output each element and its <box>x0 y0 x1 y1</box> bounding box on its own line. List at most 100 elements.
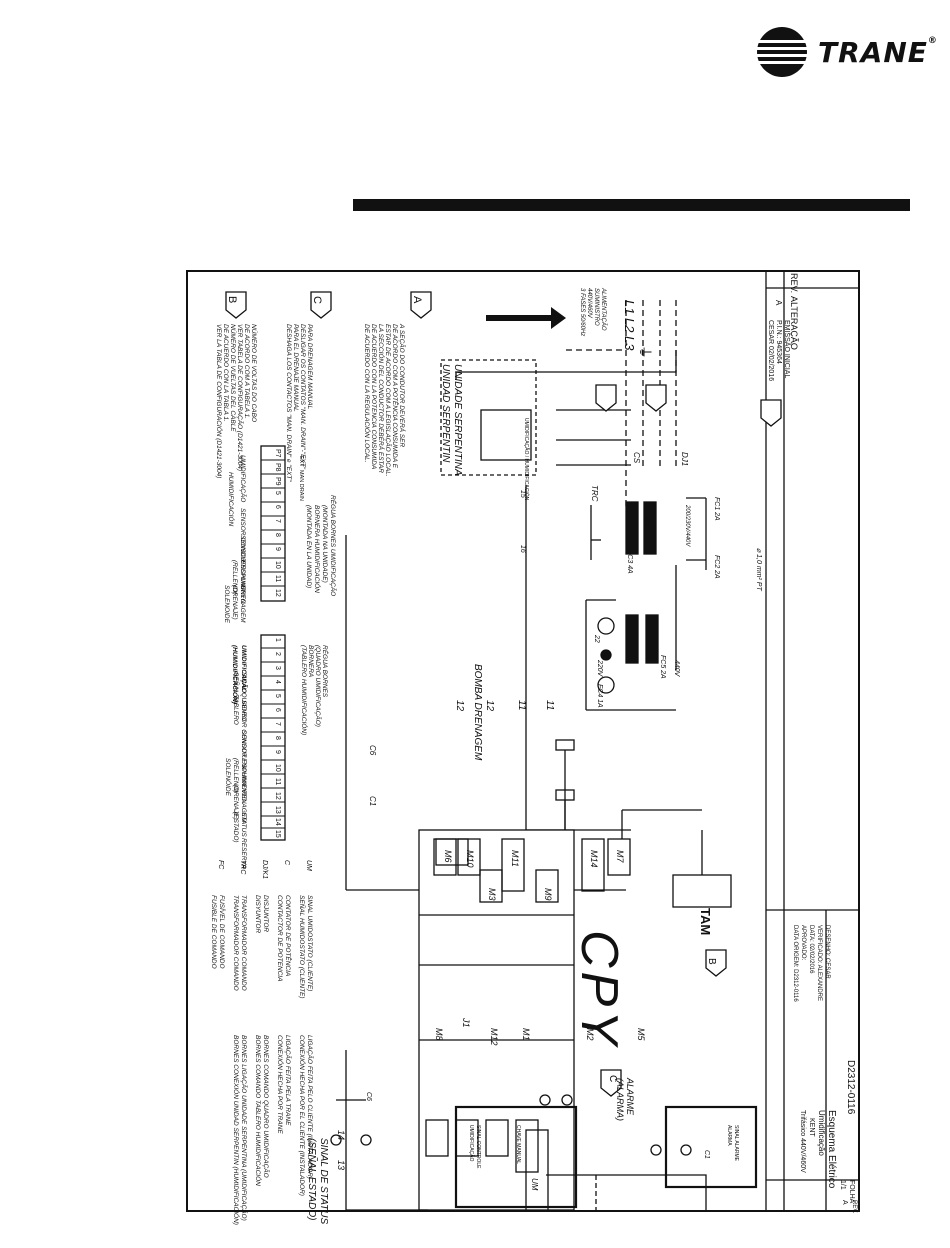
legend-desc-1: SINAL UMIDOSTATO (CLIENTE) <box>306 895 313 992</box>
tb2-g-12: STATUS <box>240 812 247 837</box>
unit-module-label: UMIDIFICAÇÃO / HUMIDIFICACIÓN <box>523 418 529 501</box>
alarm-box-c1: C1 <box>703 1150 710 1159</box>
tb-small-1: DESENHO: CESAR <box>824 925 830 979</box>
note-b-5: DE ACUERDO CON LA TABLA 1. <box>222 324 229 422</box>
conn-m10: M10 <box>465 850 475 868</box>
note-a-2: DE ACORDO COM A POTÊNCIA CONSUMIDA E <box>391 324 398 468</box>
title-line-2: Umidificação <box>817 1110 826 1156</box>
alarm-tag: C <box>607 1075 618 1083</box>
tb1-n-p8: P8 <box>274 463 281 472</box>
note-c-3: PARA EL DRENAJE MANUAL <box>292 324 299 412</box>
tb1-title-3: BORNERA HUMIDIFICACIÓN <box>313 505 320 593</box>
legend2-desc-3: LIGAÇÃO FEITA PELA TRANE <box>284 1035 291 1126</box>
tb2-n-3: 3 <box>274 666 281 670</box>
fuse-fc5: FC5 2A <box>659 655 666 679</box>
tb2-n-11: 11 <box>274 778 281 786</box>
note-a-1: A SEÇÃO DO CONDUTOR DEVERÁ SER <box>398 324 405 448</box>
um-label: UM <box>530 1178 539 1191</box>
trane-globe-icon <box>752 27 814 77</box>
tb1-n-7: 7 <box>274 519 281 523</box>
fuse-fc1: FC1 2A <box>713 497 720 521</box>
alarm-box-1: SINAL ALARME <box>733 1125 739 1161</box>
tb2-title-2: (QUADRO UMIDIFICAÇÃO) <box>314 645 321 727</box>
pump-label: BOMBA DRENAGEM <box>472 664 483 761</box>
tb2-n-12: 12 <box>274 792 281 800</box>
tb-small-2: VERIFICADO: ALEXANDRE <box>816 925 822 1002</box>
alarm-box-2: ALARMA <box>726 1125 732 1146</box>
fuse-fc2: FC2 2A <box>713 555 720 579</box>
pump-term-1: 12 <box>454 700 465 712</box>
note-c-letter: C <box>311 296 323 304</box>
conn-m11: M11 <box>510 850 520 867</box>
sheet-value: 1/1 <box>839 1180 846 1190</box>
um-box-5: CHAVE MANUAL <box>515 1125 521 1165</box>
alarm-line-2: (ALARMA) <box>615 1078 625 1122</box>
note-a-tag-icon <box>410 291 432 319</box>
tb1-ext: EXT <box>298 456 304 467</box>
note-b-4: NÚMERO DE VUELTAS DEL CABLE <box>229 324 236 432</box>
tb2-n-4: 4 <box>274 680 281 684</box>
relay-c1: C1 <box>368 796 377 807</box>
tb2-n-6: 6 <box>274 708 281 712</box>
tb2-g-9: SOLENÓIDE <box>224 758 231 796</box>
tb1-title-4: (MONTADA EN LA UNIDAD) <box>305 505 312 589</box>
tb2-n-2: 2 <box>274 652 281 656</box>
tb1-n-12: 12 <box>274 589 281 597</box>
conn-m6: M6 <box>443 850 453 863</box>
legend-desc-6: DISYUNTOR <box>254 895 261 934</box>
fuse-fc3: FC3 4A <box>626 550 633 574</box>
legend-desc-3: CONTATOR DE POTÊNCIA <box>284 895 291 977</box>
trc-24v: 24V <box>643 515 650 528</box>
legend2-desc-5: BORNES COMANDO QUADRO UMIDIFICAÇÃO <box>262 1035 269 1178</box>
status-term-14: 14 <box>336 1130 346 1141</box>
legend-code-trc: TRC <box>239 860 246 875</box>
supply-l2: L2 <box>622 318 637 333</box>
um-box-2: UMIDIFICAÇÃO <box>468 1125 474 1162</box>
breaker-label: DJ1 <box>680 452 689 467</box>
note-c-4: DESHAGA LOS CONTACTOS "MAN. DRAIN" e "EX… <box>285 324 292 482</box>
relay-c6: C6 <box>368 745 377 756</box>
tb1-title-2: (MONTADA NA UNIDADE) <box>321 505 328 583</box>
note-a-3: ESTAR DE ACORDO COM A LEGISLAÇÃO LOCAL. <box>384 324 391 477</box>
conn-m3: M3 <box>487 888 497 901</box>
legend-desc-8: TRANSFORMADOR COMANDO <box>232 895 239 991</box>
tb2-n-9: 9 <box>274 750 281 754</box>
wire-16: 16 <box>519 545 526 553</box>
conn-m12: M12 <box>489 1028 499 1046</box>
note-c-2: DESLIGAR OS CONTATOS "MAN. DRAIN"-"EXT" <box>299 324 306 470</box>
status-relay: C6 <box>365 1092 372 1101</box>
tb2-title-3: BORNERA <box>307 645 314 678</box>
legend2-desc-6: BORNES COMANDO TABLERO HUMIDIFICACIÓN <box>254 1035 261 1186</box>
tb1-g-7: DRENAGEM <box>239 585 246 623</box>
tb2-n-1: 1 <box>274 638 281 642</box>
tb2-n-8: 8 <box>274 736 281 740</box>
tam-tag: B <box>706 958 717 965</box>
legend-code-um: UM <box>305 860 312 871</box>
supply-label-2: SUMINISTRO <box>593 288 599 326</box>
change-header: ALTERAÇÃO <box>789 296 799 350</box>
rev-row-letter: A <box>774 300 783 306</box>
pump-term-3: 11 <box>516 700 527 711</box>
tb-small-4: APROVADO: <box>800 925 806 961</box>
note-b-6: VER LA TABLA DE CONFIGURACIÓN (D1421-300… <box>215 324 222 479</box>
rev-header: REV. <box>789 273 799 294</box>
status-line-1: SINAL DE STATUS <box>318 1138 329 1225</box>
supply-label-1: ALIMENTAÇÃO <box>600 288 606 331</box>
tb1-n-p7: P7 <box>274 449 281 458</box>
tb2-n-13: 13 <box>274 806 281 814</box>
conn-m9: M9 <box>543 888 553 901</box>
title-line-4: Trifásico 440V/460V <box>799 1110 806 1173</box>
wire-22: 22 <box>593 635 600 643</box>
trc-primary: 200/230V/440V <box>684 505 690 547</box>
tb1-n-8: 8 <box>274 533 281 537</box>
ground-icon: ⏚ <box>637 345 653 359</box>
conn-m7: M7 <box>615 850 625 863</box>
pump-tr-440: 440V <box>673 660 680 677</box>
conn-m14: M14 <box>589 850 599 868</box>
conn-m1: M1 <box>521 1028 531 1041</box>
tb-small-5: DATA ORIGEM: D2312-0116 <box>792 925 798 1002</box>
tb2-n-10: 10 <box>274 764 281 772</box>
note-c-1: PARA DRENAGEM MANUAL <box>306 324 313 410</box>
legend-code-dj: DJ/K1 <box>261 860 268 880</box>
rev-value: A <box>841 1200 848 1205</box>
